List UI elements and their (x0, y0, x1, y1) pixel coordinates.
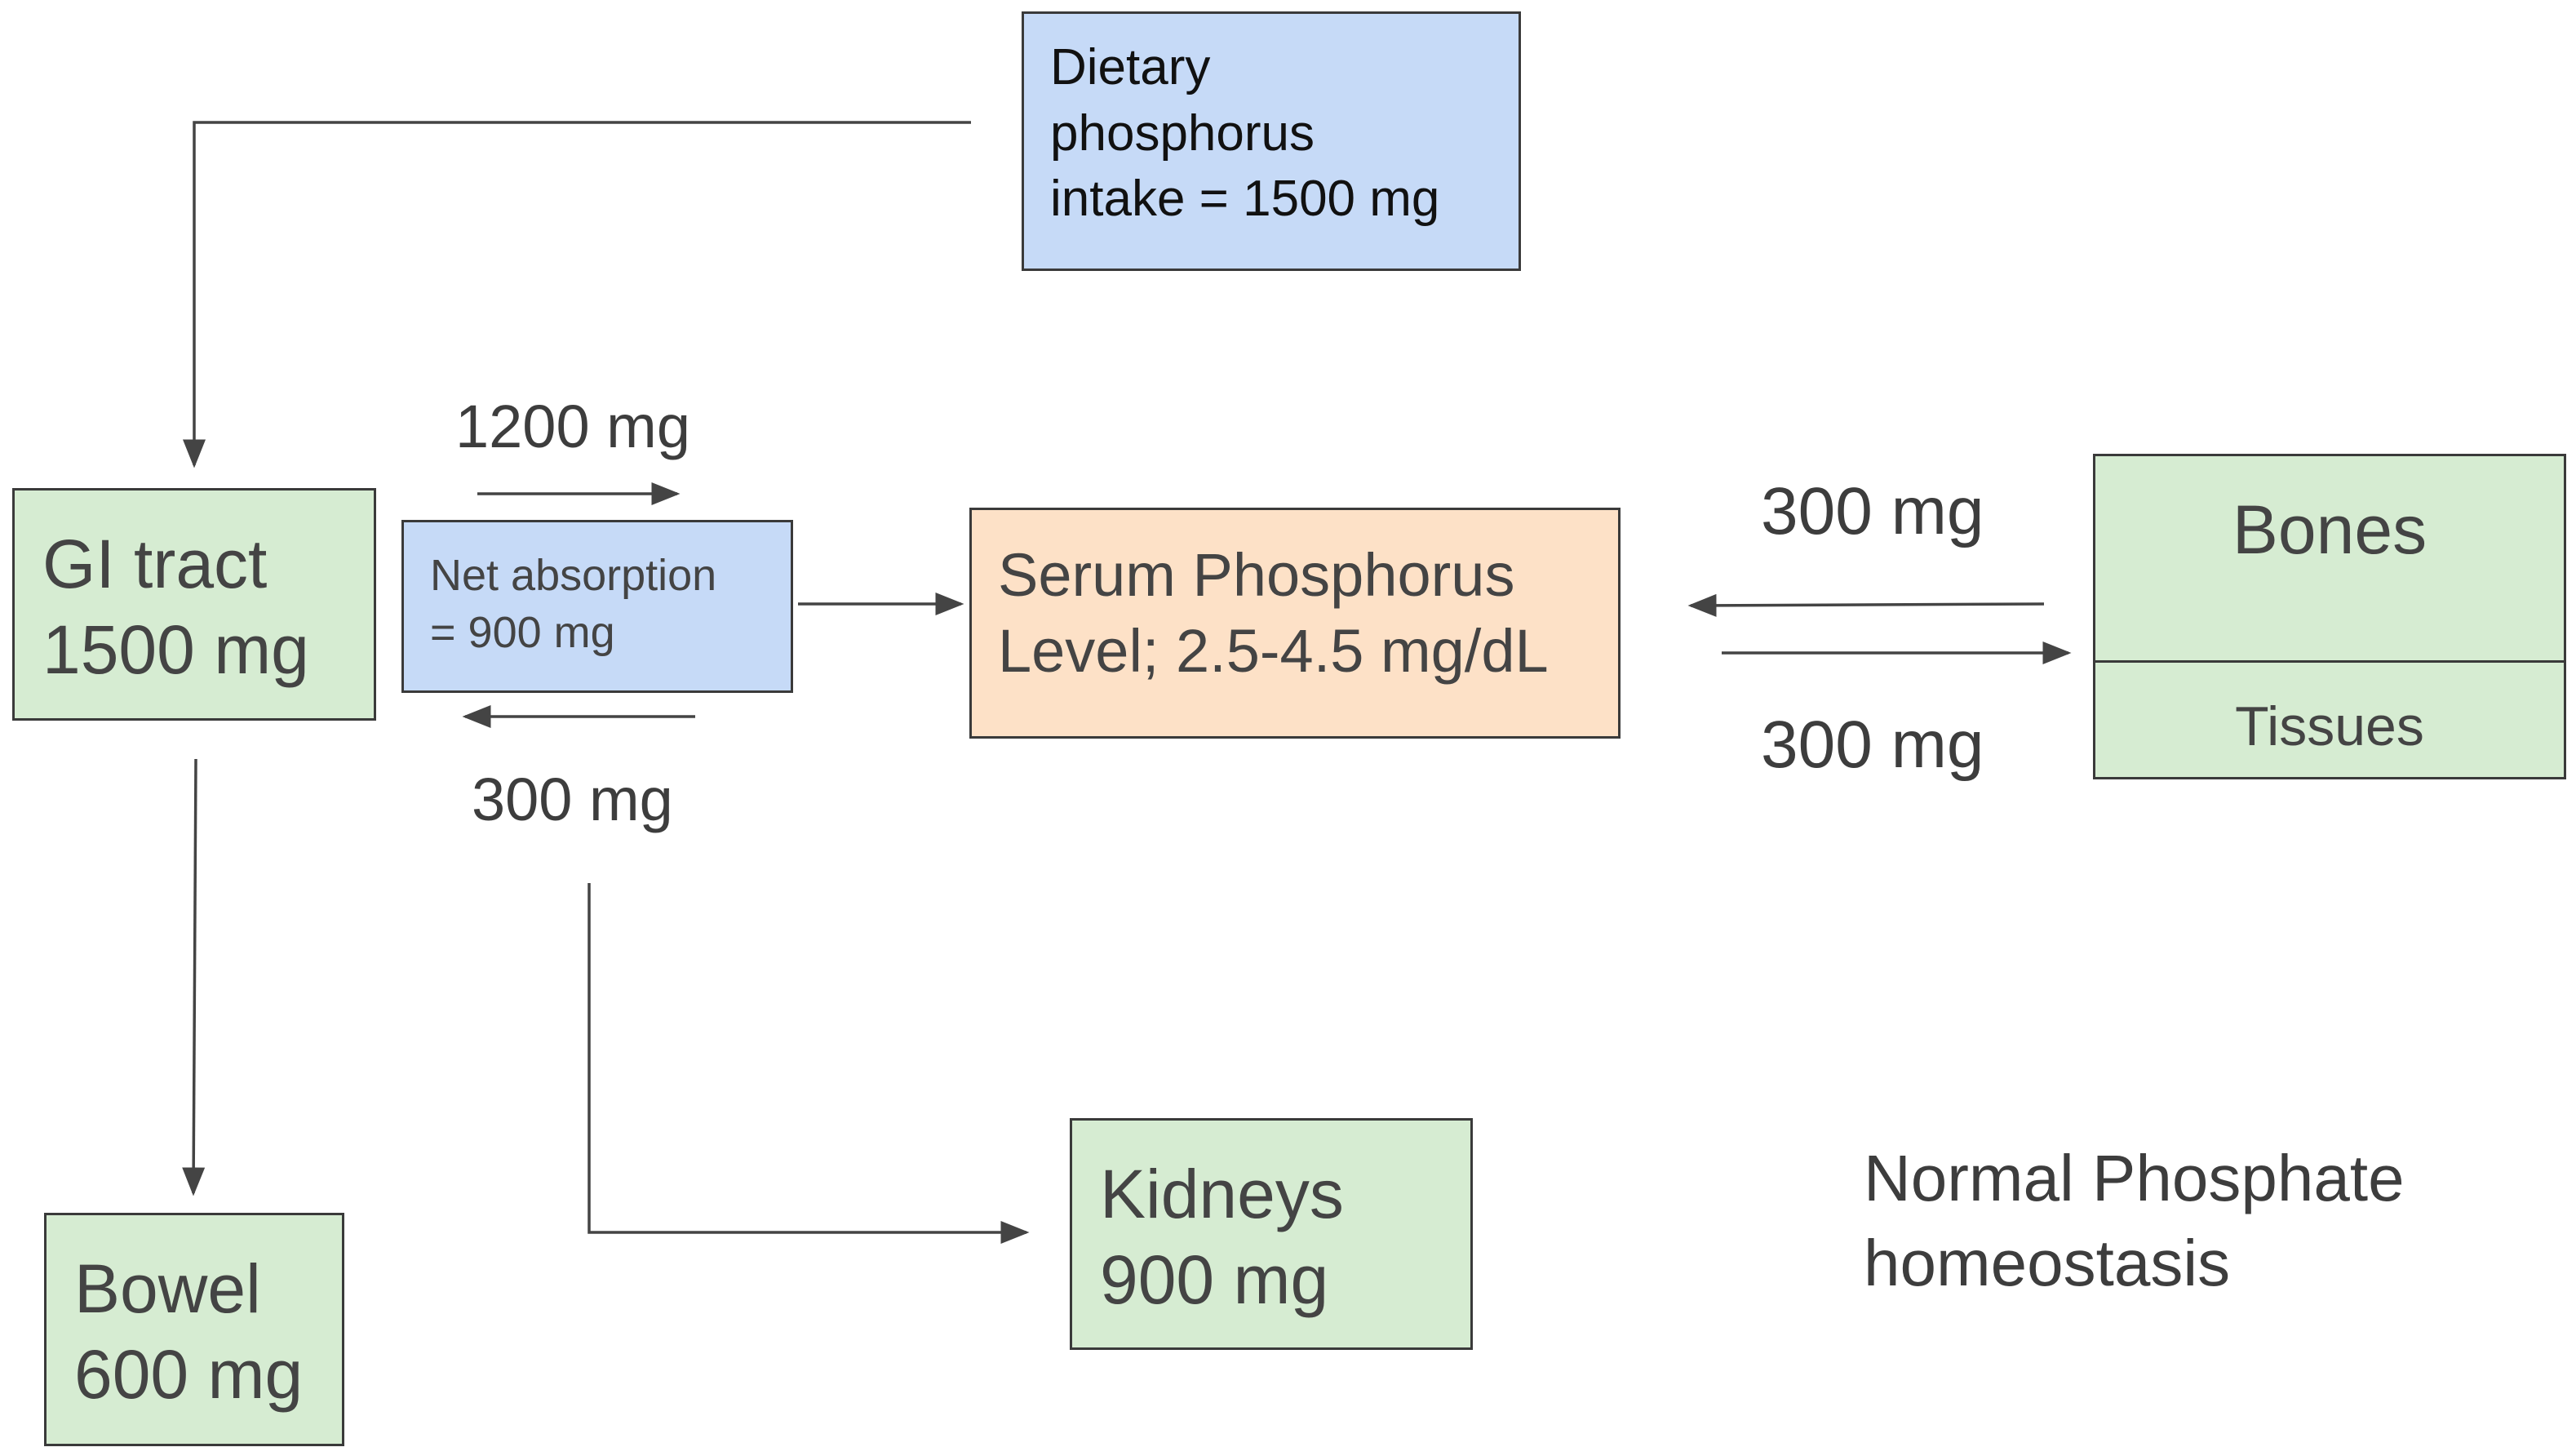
net-absorption-line-1: Net absorption (430, 551, 717, 600)
gi-tract-line-1: GI tract (42, 526, 268, 602)
label-to-bones: 300 mg (1761, 708, 1984, 782)
bones-label: Bones (2232, 491, 2427, 568)
bowel-line-1: Bowel (74, 1250, 261, 1327)
label-from-bones: 300 mg (1761, 474, 1984, 548)
arrow-gi-to-bowel (182, 758, 206, 1196)
tissues-box: Tissues (2093, 660, 2566, 779)
gi-tract-line-2: 1500 mg (42, 611, 309, 688)
bones-box: Bones (2093, 454, 2566, 663)
bowel-line-2: 600 mg (74, 1336, 304, 1413)
dietary-intake-box: Dietary phosphorus intake = 1500 mg (1022, 11, 1521, 271)
gi-tract-text: GI tract 1500 mg (42, 522, 309, 693)
dietary-line-3: intake = 1500 mg (1050, 171, 1440, 228)
net-absorption-text: Net absorption = 900 mg (430, 547, 716, 661)
serum-phosphorus-box: Serum Phosphorus Level; 2.5-4.5 mg/dL (969, 508, 1621, 739)
serum-line-2: Level; 2.5-4.5 mg/dL (998, 616, 1549, 685)
diagram-caption: Normal Phosphate homeostasis (1864, 1136, 2405, 1306)
bowel-box: Bowel 600 mg (44, 1213, 344, 1446)
arrow-to-kidneys (587, 883, 1030, 1244)
gi-tract-box: GI tract 1500 mg (12, 488, 376, 721)
label-absorption-in: 1200 mg (455, 393, 690, 460)
kidneys-line-1: Kidneys (1100, 1156, 1344, 1232)
caption-line-2: homeostasis (1864, 1227, 2231, 1299)
kidneys-box: Kidneys 900 mg (1070, 1118, 1473, 1350)
bowel-text: Bowel 600 mg (74, 1246, 303, 1418)
kidneys-line-2: 900 mg (1100, 1241, 1329, 1318)
arrow-bones-to-serum (1687, 593, 2045, 617)
dietary-line-2: phosphorus (1050, 104, 1315, 162)
dietary-line-1: Dietary (1050, 39, 1211, 95)
serum-phosphorus-text: Serum Phosphorus Level; 2.5-4.5 mg/dL (998, 538, 1549, 689)
kidneys-text: Kidneys 900 mg (1100, 1152, 1344, 1323)
serum-line-1: Serum Phosphorus (998, 541, 1515, 609)
net-absorption-line-2: = 900 mg (430, 608, 615, 658)
label-secretion-back: 300 mg (472, 766, 673, 833)
caption-line-1: Normal Phosphate (1864, 1142, 2405, 1214)
net-absorption-box: Net absorption = 900 mg (401, 520, 793, 693)
dietary-intake-text: Dietary phosphorus intake = 1500 mg (1050, 35, 1439, 233)
arrow-dietary-to-gi (183, 121, 971, 468)
tissues-label: Tissues (2235, 695, 2424, 757)
